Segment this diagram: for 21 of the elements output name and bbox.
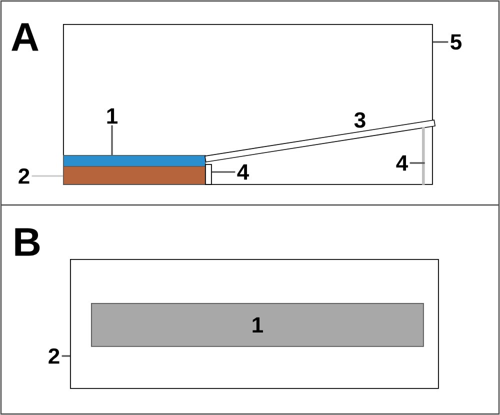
- leader-line: [432, 41, 448, 43]
- callout-number: 1: [107, 108, 118, 124]
- gap-box: [205, 164, 212, 185]
- callout-number: 2: [18, 168, 30, 184]
- leader-line: [32, 175, 63, 177]
- enclosure-box: [63, 24, 433, 185]
- leader-line: [212, 171, 236, 173]
- panel-letter: A: [12, 23, 38, 51]
- base-layer: [63, 166, 206, 185]
- callout-number: 3: [354, 112, 366, 128]
- leader-line: [111, 125, 113, 155]
- top-layer: [63, 155, 206, 167]
- leader-line: [62, 355, 70, 357]
- support-post: [422, 127, 425, 185]
- panel-letter: B: [15, 228, 40, 256]
- inner-panel: 1: [91, 303, 424, 347]
- callout-number: 5: [450, 34, 462, 50]
- callout-number: 4: [396, 155, 408, 171]
- callout-number: 2: [48, 348, 60, 364]
- callout-number: 4: [237, 164, 249, 180]
- leader-line: [410, 162, 425, 164]
